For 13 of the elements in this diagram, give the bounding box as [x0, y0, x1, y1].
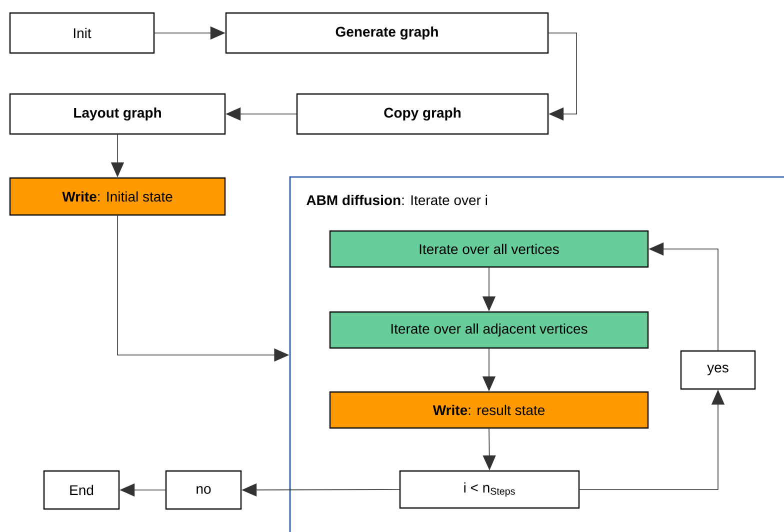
process-box: Iterate over all vertices	[329, 230, 649, 268]
process-box: Init	[9, 12, 155, 54]
process-box: Iterate over all adjacent vertices	[329, 311, 649, 349]
process-box: Copy graph	[296, 93, 549, 135]
answer-box: no	[165, 470, 242, 510]
process-box: Generate graph	[225, 12, 549, 54]
process-box: Write: Initial state	[9, 177, 226, 216]
decision-box: i < n$_{Steps}$	[399, 470, 580, 509]
process-box: Layout graph	[9, 93, 226, 135]
process-box: Write: result state	[329, 391, 649, 429]
answer-box: yes	[680, 350, 756, 390]
end-box: End	[43, 470, 120, 510]
arrow	[548, 32, 577, 121]
